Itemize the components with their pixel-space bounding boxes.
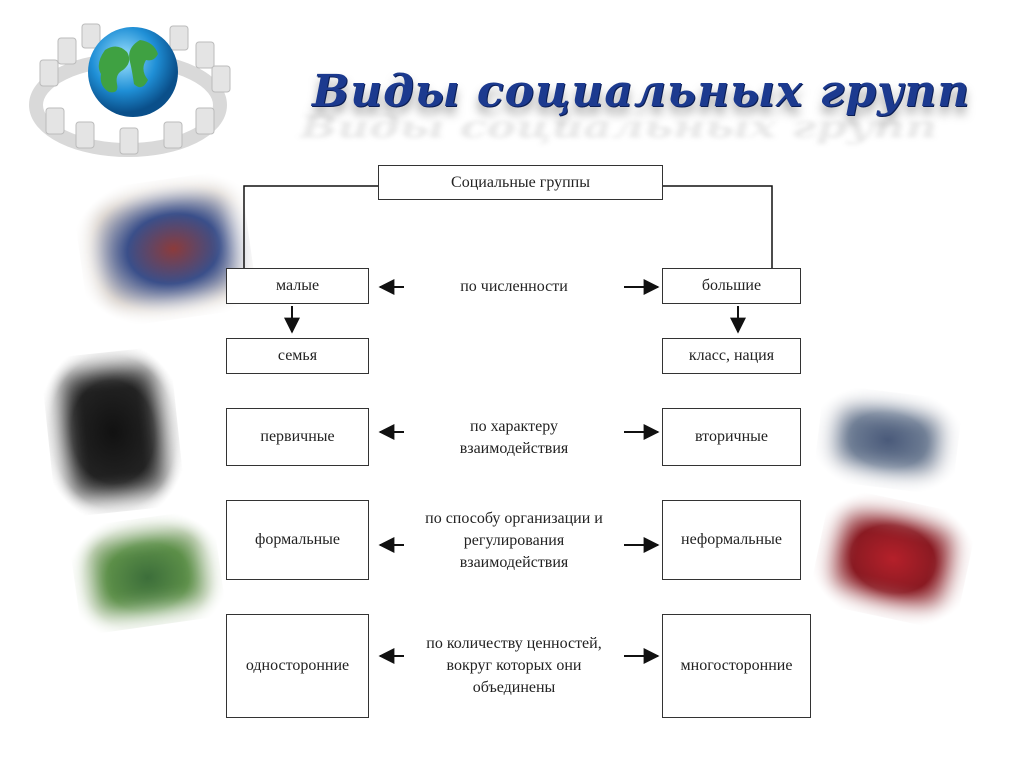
primary-box: первичные (226, 408, 369, 466)
small-groups-box: малые (226, 268, 369, 304)
criterion-interaction-label: по характеру взаимодействия (459, 418, 569, 457)
family-box: семья (226, 338, 369, 374)
large-groups-box: большие (662, 268, 801, 304)
root-box: Социальные группы (378, 165, 663, 200)
informal-box: неформальные (662, 500, 801, 580)
page-title: Виды социальных групп (312, 66, 971, 117)
globe-meeting-icon (20, 10, 240, 160)
tug-of-war-photo (71, 168, 259, 332)
multilateral-box: многосторонние (662, 614, 811, 718)
criterion-size-label: по численности (460, 278, 568, 295)
root-to-small-line (243, 185, 378, 268)
formal-box: формальные (226, 500, 369, 580)
root-to-large-line (662, 185, 773, 268)
class-nation-box: класс, нация (662, 338, 801, 374)
fans-crowd-photo (807, 485, 979, 633)
criterion-organization-label: по способу организации и регулирования в… (425, 510, 603, 571)
football-photo (67, 508, 227, 636)
title-reflection: Виды социальных групп (300, 109, 938, 146)
silhouettes-photo (39, 345, 187, 519)
secondary-box: вторичные (662, 408, 801, 466)
unilateral-box: односторонние (226, 614, 369, 718)
criterion-values-label: по количеству ценностей, вокруг которых … (426, 635, 602, 696)
office-people-photo (812, 383, 964, 497)
